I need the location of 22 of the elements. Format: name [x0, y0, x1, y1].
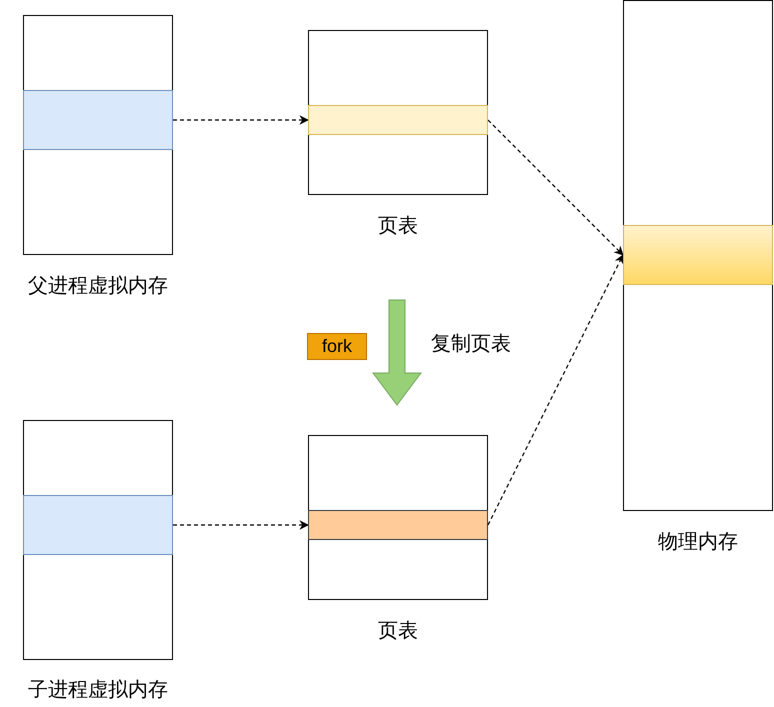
edge-label: 复制页表 [431, 332, 511, 357]
memory-segment [623, 225, 773, 285]
node-label: 页表 [378, 619, 418, 644]
arrow [487, 254, 624, 526]
node-label: 页表 [378, 214, 418, 239]
memory-segment [308, 510, 488, 540]
memory-block [23, 420, 173, 660]
node-label: 子进程虚拟内存 [28, 678, 168, 703]
arrow [173, 115, 309, 125]
node-label: 父进程虚拟内存 [28, 274, 168, 299]
memory-segment [23, 90, 173, 150]
memory-segment [23, 495, 173, 555]
memory-block [308, 30, 488, 195]
memory-block [308, 435, 488, 600]
node-label: 物理内存 [658, 530, 738, 555]
memory-block [623, 0, 773, 511]
arrow [372, 300, 422, 406]
arrow [488, 120, 624, 256]
memory-segment [308, 105, 488, 135]
arrow [173, 520, 309, 530]
label-box: fork [307, 333, 367, 360]
memory-block [23, 15, 173, 255]
